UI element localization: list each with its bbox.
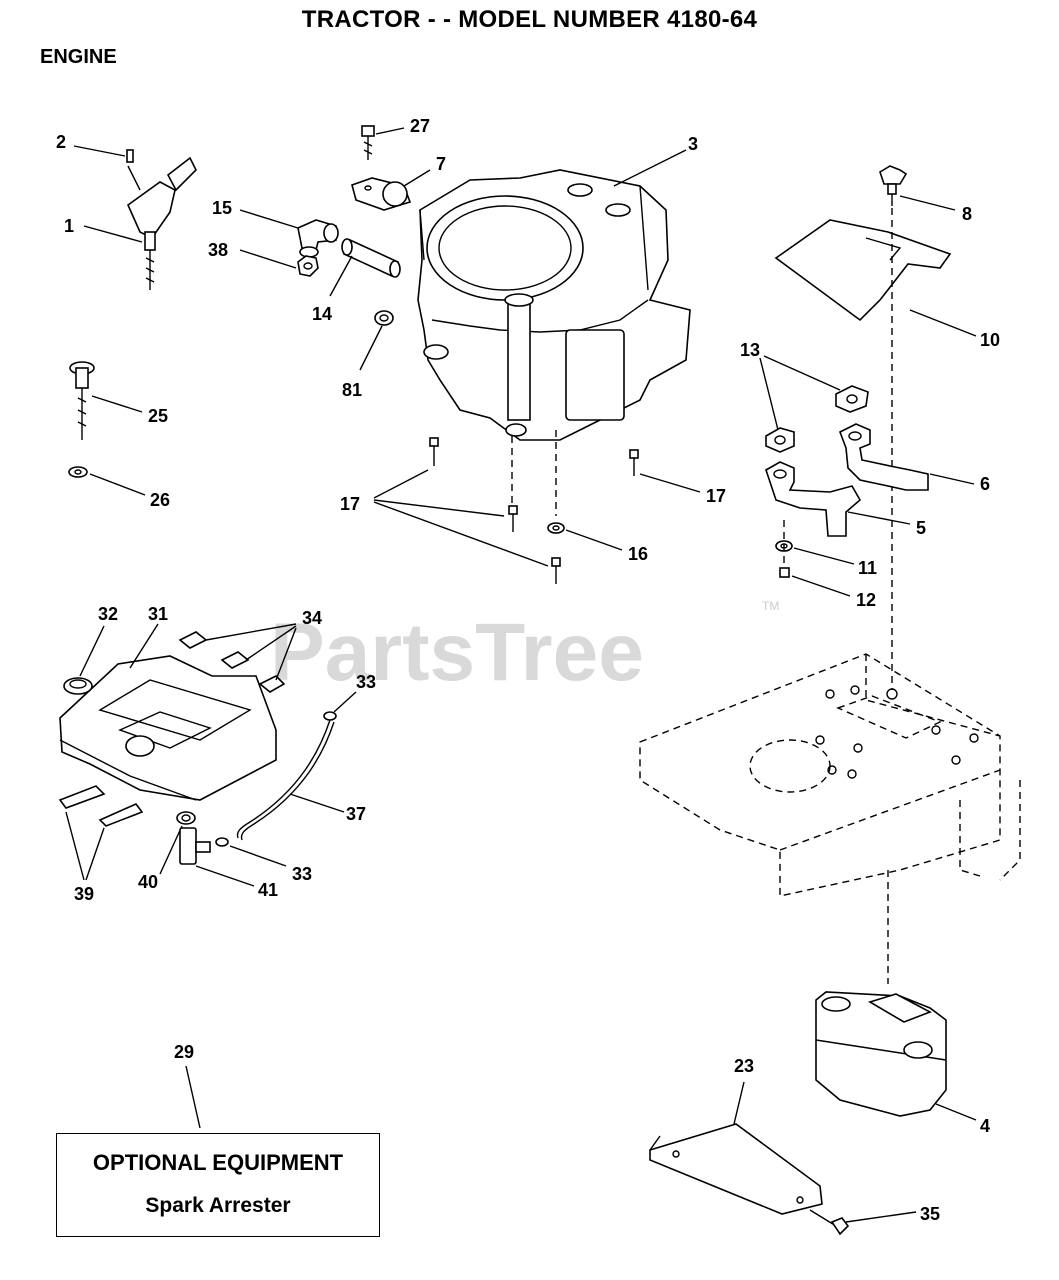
callout-4: 4 (980, 1116, 990, 1136)
callout-81: 81 (342, 380, 362, 400)
part-screw-27 (361, 125, 375, 160)
part-exhaust-pipe-5 (765, 461, 862, 537)
part-valve-41 (179, 827, 211, 865)
callout-15: 15 (212, 198, 232, 218)
part-screw-35 (809, 1209, 850, 1236)
part-fuel-line-37 (236, 719, 335, 841)
part-carriage-bolt (69, 361, 95, 440)
callout-7: 7 (436, 154, 446, 174)
callout-2: 2 (56, 132, 66, 152)
callout-17-right: 17 (706, 486, 726, 506)
callout-31: 31 (148, 604, 168, 624)
part-muffler-4 (815, 991, 947, 1117)
part-elbow-15 (297, 219, 339, 258)
part-washer-16 (547, 522, 565, 534)
callout-8: 8 (962, 204, 972, 224)
callout-17-left: 17 (340, 494, 360, 514)
callout-37: 37 (346, 804, 366, 824)
callout-12: 12 (856, 590, 876, 610)
callout-32: 32 (98, 604, 118, 624)
part-shield-10 (774, 219, 952, 322)
part-clamp-7 (351, 177, 412, 211)
part-nut-38 (297, 255, 319, 277)
callout-1: 1 (64, 216, 74, 236)
callout-38: 38 (208, 240, 228, 260)
part-washer-26 (68, 466, 88, 478)
callout-26: 26 (150, 490, 170, 510)
watermark-tm: TM (762, 599, 779, 613)
part-engine-3 (417, 169, 691, 441)
callout-35: 35 (920, 1204, 940, 1224)
callout-29: 29 (174, 1042, 194, 1062)
part-gaskets-13 (765, 385, 869, 453)
callout-27: 27 (410, 116, 430, 136)
frame-outline (639, 653, 1021, 897)
callout-39: 39 (74, 884, 94, 904)
part-bolt-12 (779, 567, 790, 578)
callout-33-bottom: 33 (292, 864, 312, 884)
callout-41: 41 (258, 880, 278, 900)
part-filter-40 (176, 811, 196, 825)
callout-40: 40 (138, 872, 158, 892)
callout-33-top: 33 (356, 672, 376, 692)
optional-equipment-item: Spark Arrester (145, 1194, 291, 1217)
optional-equipment-title: OPTIONAL EQUIPMENT (92, 1150, 344, 1175)
callout-25: 25 (148, 406, 168, 426)
part-exhaust-pipe-6 (838, 423, 929, 491)
callout-5: 5 (916, 518, 926, 538)
callout-16: 16 (628, 544, 648, 564)
part-plug-81 (374, 310, 394, 326)
callout-13: 13 (740, 340, 760, 360)
callout-34: 34 (302, 608, 322, 628)
part-spark-arrester-23 (649, 1123, 823, 1215)
callout-10: 10 (980, 330, 1000, 350)
part-pads-34 (178, 631, 286, 693)
callout-14: 14 (312, 304, 332, 324)
part-pads-39 (58, 785, 144, 827)
part-pipe-14 (341, 238, 401, 278)
watermark-text: PartsTree (270, 607, 644, 698)
part-throttle-control (126, 149, 197, 290)
callout-11: 11 (858, 558, 877, 578)
callout-6: 6 (980, 474, 990, 494)
page-title: TRACTOR - - MODEL NUMBER 4180-64 (301, 6, 758, 33)
optional-equipment-box: OPTIONAL EQUIPMENT Spark Arrester (56, 1133, 380, 1237)
part-knob-8 (879, 165, 908, 206)
callout-23: 23 (734, 1056, 754, 1076)
part-bolt-17 (429, 437, 639, 584)
part-fuel-tank-31 (59, 655, 277, 801)
part-fuel-cap-32 (63, 677, 93, 695)
section-label: ENGINE (40, 46, 117, 68)
callout-3: 3 (688, 134, 698, 154)
